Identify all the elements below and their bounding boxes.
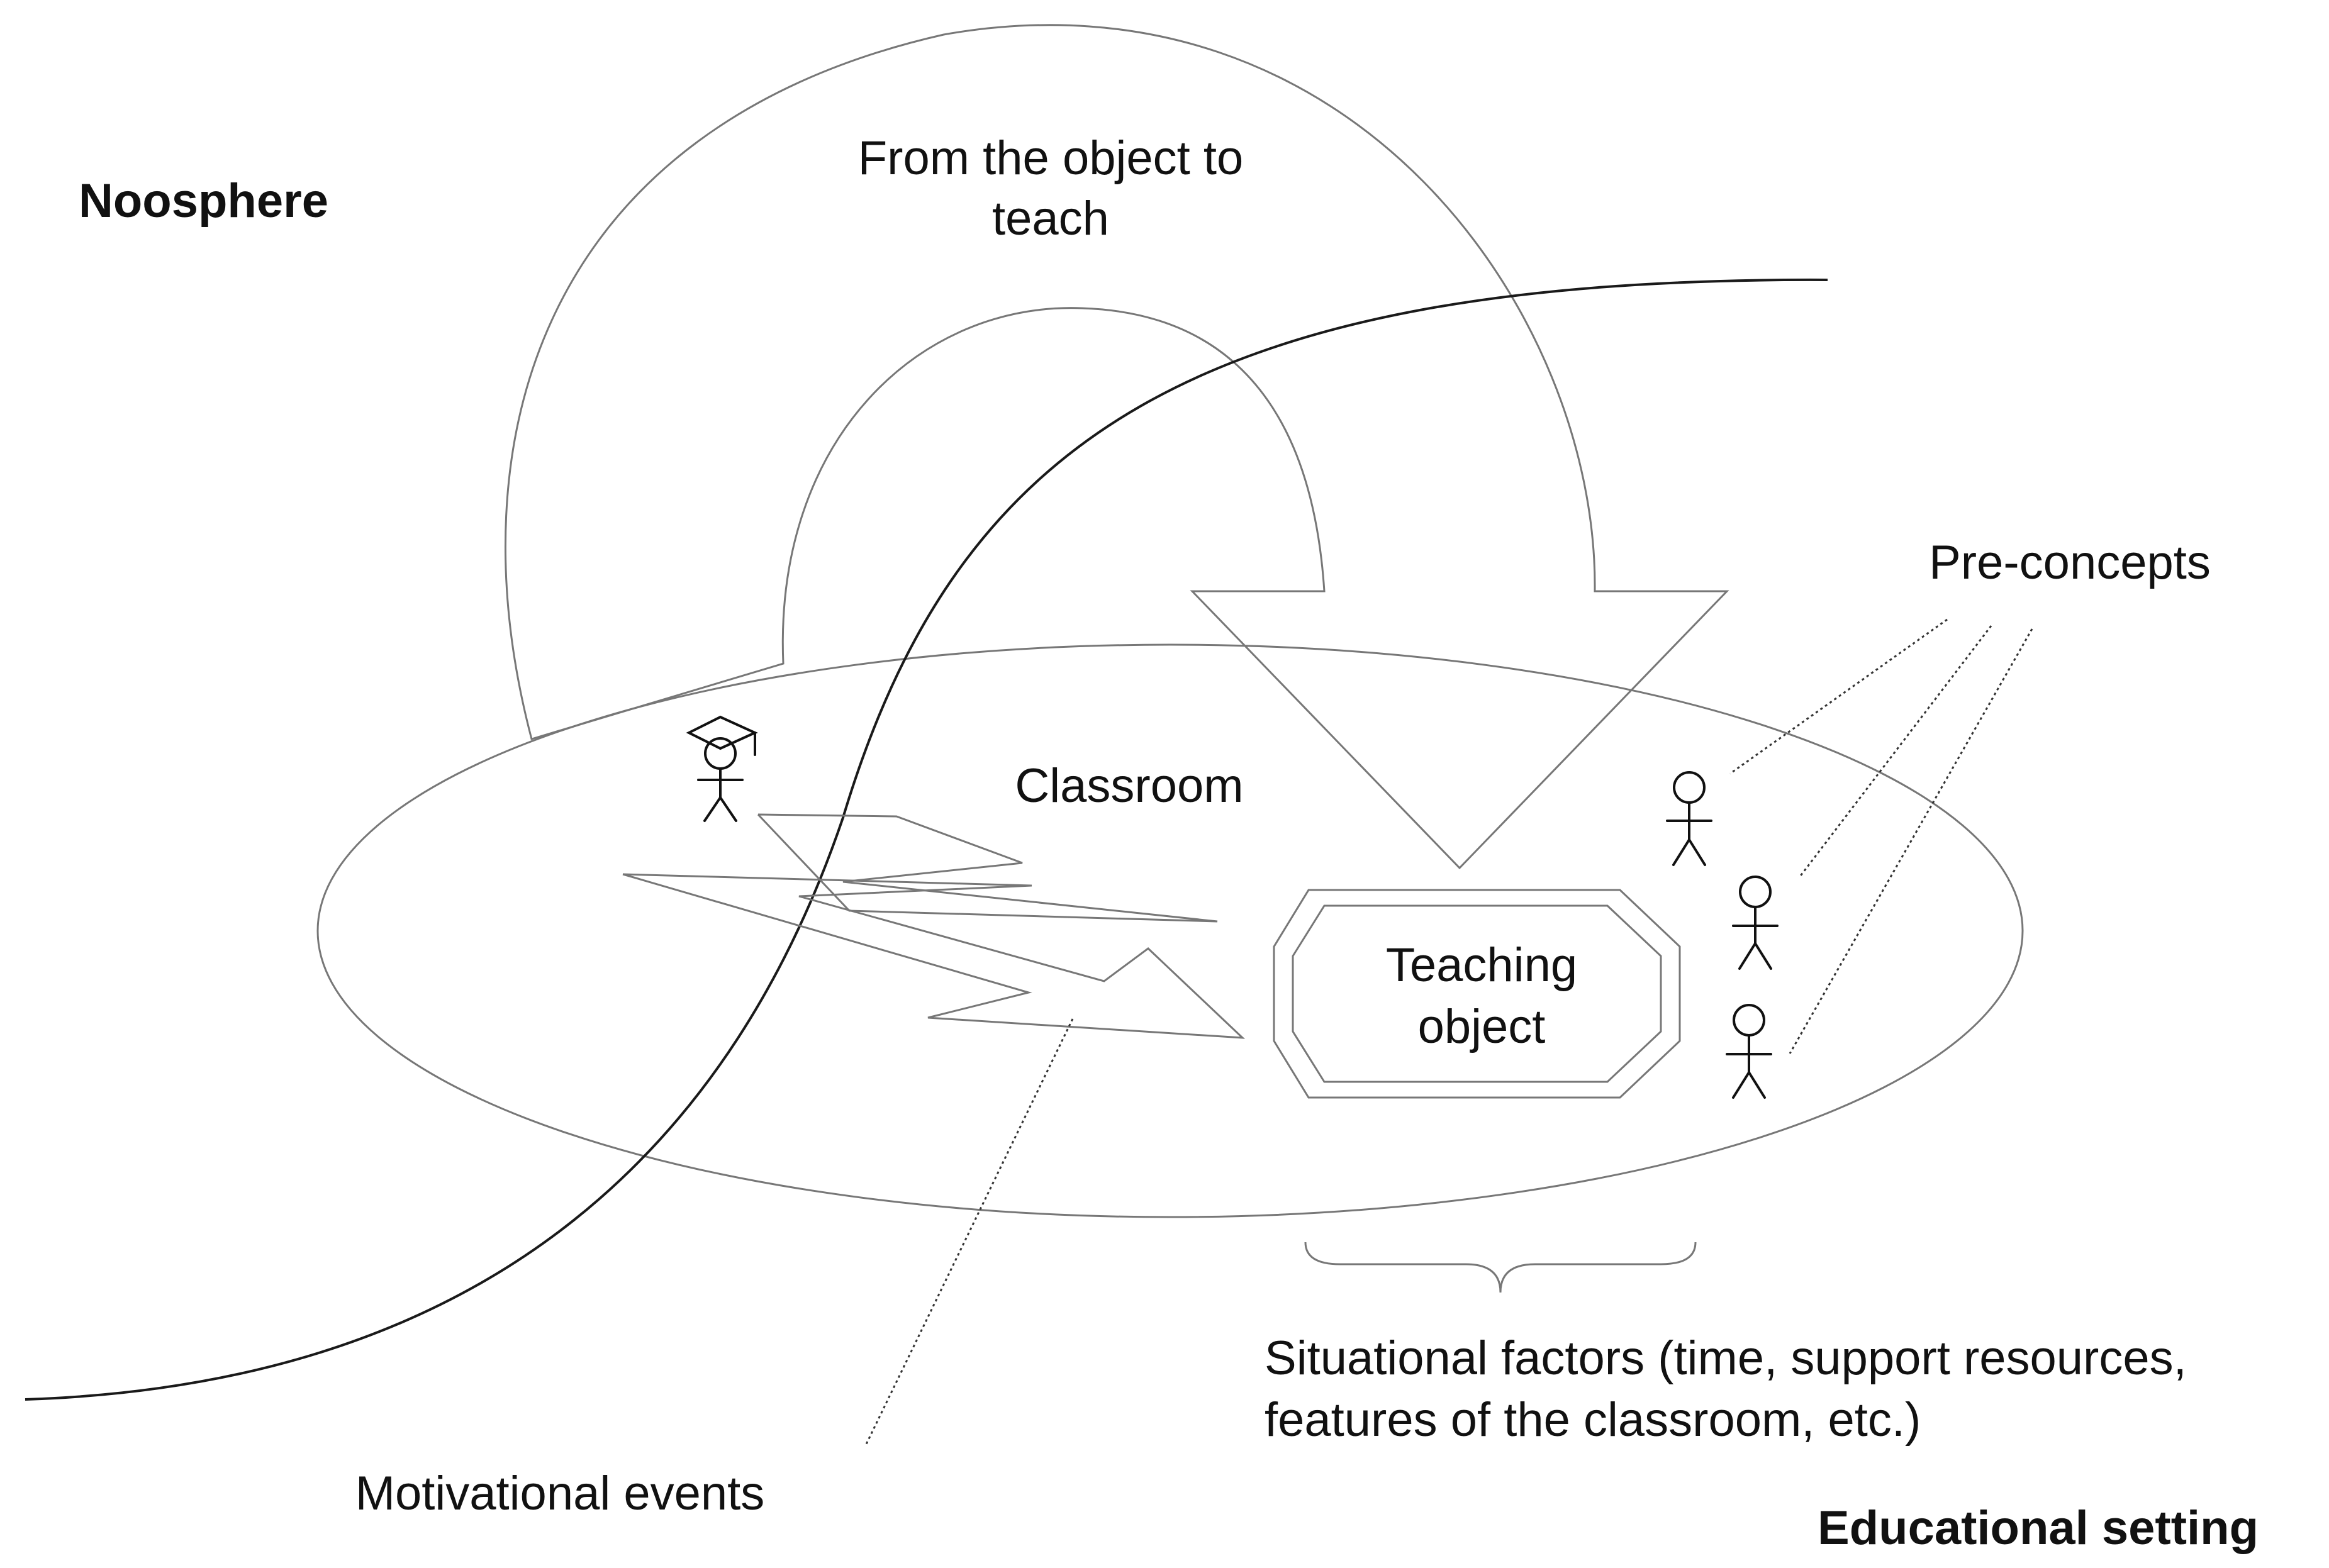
from-object-label-line1: From the object to [858,131,1244,185]
classroom-label: Classroom [1015,759,1243,813]
teaching-object-label-line2: object [1418,1000,1546,1054]
noosphere-boundary-curve [25,278,1828,1401]
motivational-events-label: Motivational events [355,1467,765,1520]
teaching-object-frame-inner [1292,904,1662,1083]
pre-concepts-label: Pre-concepts [1929,536,2211,589]
situational-factors-line1: Situational factors (time, support resou… [1265,1332,2187,1385]
situational-brace [1304,1242,1697,1293]
classroom-ellipse [316,643,2024,1218]
motivational-zigzag-upper [757,813,1218,923]
preconcept-pointer-1 [1729,618,1948,775]
student-icon-2 [1732,876,1779,970]
preconcept-pointer-3 [1789,628,2033,1054]
educational-setting-label: Educational setting [1818,1501,2259,1555]
teaching-object-label-line1: Teaching [1386,938,1577,992]
teacher-icon [686,715,758,822]
motivational-pointer-line [864,1018,1074,1447]
noosphere-label: Noosphere [79,174,328,228]
from-object-arrow [504,24,1729,870]
situational-factors-line2: features of the classroom, etc.) [1265,1393,1921,1447]
teaching-object-frame-outer [1273,889,1681,1099]
preconcept-pointer-2 [1798,625,1992,878]
student-icon-3 [1726,1004,1772,1099]
student-icon-1 [1666,771,1712,866]
motivational-zigzag-lower [622,873,1246,1039]
from-object-label-line2: teach [992,192,1109,245]
